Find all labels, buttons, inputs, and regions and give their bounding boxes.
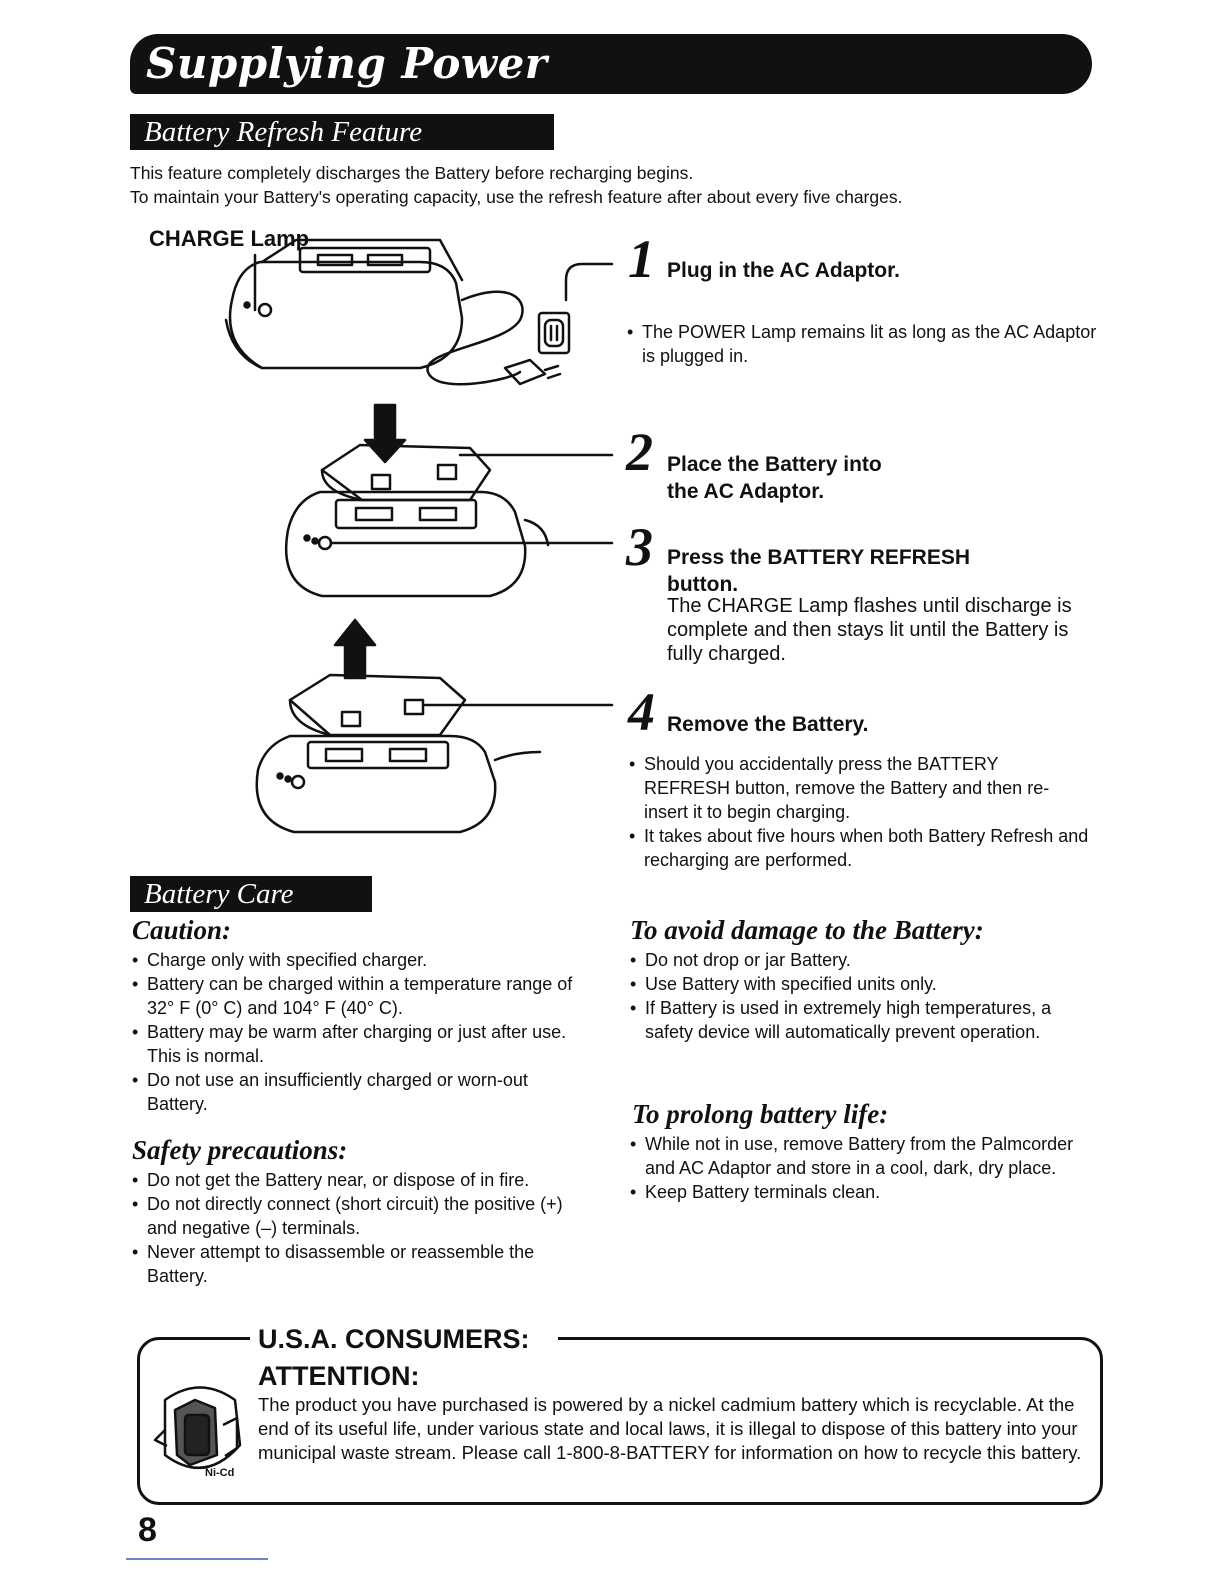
prolong-bullet-2: Keep Battery terminals clean. <box>630 1180 1080 1204</box>
step-2-title-line-2: the AC Adaptor. <box>667 480 825 503</box>
step-1-bullet: The POWER Lamp remains lit as long as th… <box>627 320 1097 368</box>
caution-bullet-1: Charge only with specified charger. <box>132 948 592 972</box>
page-title: Supplying Power <box>146 39 548 88</box>
step-4-bullet-2: It takes about five hours when both Batt… <box>629 824 1089 872</box>
intro-line-2: To maintain your Battery's operating cap… <box>130 187 903 207</box>
prolong-bullet-1: While not in use, remove Battery from th… <box>630 1132 1080 1180</box>
caution-bullet-2: Battery can be charged within a temperat… <box>132 972 592 1020</box>
recycle-logo-text: Ni-Cd <box>205 1467 234 1479</box>
step-3-number: 3 <box>626 517 653 577</box>
ac-adaptor-illustration <box>224 238 614 386</box>
step-2-title: Place the Battery into the AC Adaptor. <box>667 451 882 505</box>
step-2-number: 2 <box>626 422 653 482</box>
caution-bullet-4: Do not use an insufficiently charged or … <box>132 1068 592 1116</box>
avoid-damage-bullets: Do not drop or jar Battery. Use Battery … <box>630 948 1080 1044</box>
title-bar <box>130 34 1092 94</box>
page-number: 8 <box>138 1511 157 1549</box>
prolong-heading: To prolong battery life: <box>632 1099 889 1129</box>
caution-heading: Caution: <box>132 915 232 945</box>
charge-lamp-label: CHARGE Lamp <box>149 226 310 251</box>
intro-line-1: This feature completely discharges the B… <box>130 163 694 183</box>
refresh-intro: This feature completely discharges the B… <box>130 161 1130 209</box>
refresh-heading: Battery Refresh Feature <box>130 114 554 150</box>
step-1-number: 1 <box>628 229 655 289</box>
avoid-damage-bullet-1: Do not drop or jar Battery. <box>630 948 1080 972</box>
step-3-text: The CHARGE Lamp flashes until discharge … <box>667 595 1072 665</box>
consumers-title-backdrop <box>250 1320 558 1358</box>
step-3-title: Press the BATTERY REFRESH button. <box>667 544 970 598</box>
attention-heading: ATTENTION: <box>258 1361 420 1391</box>
step-3-title-line-2: button. <box>667 573 739 596</box>
avoid-damage-bullet-3: If Battery is used in extremely high tem… <box>630 996 1080 1044</box>
consumers-text: The product you have purchased is powere… <box>258 1394 1082 1463</box>
footer-rule <box>126 1558 268 1560</box>
safety-heading: Safety precautions: <box>132 1135 348 1165</box>
consumers-title: U.S.A. CONSUMERS: <box>258 1324 530 1354</box>
caution-bullet-3: Battery may be warm after charging or ju… <box>132 1020 592 1068</box>
battery-remove-illustration <box>255 618 614 834</box>
step-4-bullet-1: Should you accidentally press the BATTER… <box>629 752 1089 824</box>
step-1-title: Plug in the AC Adaptor. <box>667 259 900 282</box>
battery-insert-illustration <box>284 403 614 598</box>
step-3-title-line-1: Press the BATTERY REFRESH <box>667 546 971 569</box>
safety-bullet-1: Do not get the Battery near, or dispose … <box>132 1168 592 1192</box>
safety-bullet-2: Do not directly connect (short circuit) … <box>132 1192 592 1240</box>
step-4-bullets: Should you accidentally press the BATTER… <box>629 752 1089 872</box>
step-1-bullets: The POWER Lamp remains lit as long as th… <box>627 320 1097 368</box>
care-heading: Battery Care <box>130 876 372 912</box>
recycle-logo-icon: Ni-Cd <box>153 1386 242 1479</box>
avoid-damage-heading: To avoid damage to the Battery: <box>630 915 984 945</box>
consumers-box <box>137 1337 1103 1505</box>
prolong-bullets: While not in use, remove Battery from th… <box>630 1132 1080 1204</box>
safety-bullets: Do not get the Battery near, or dispose … <box>132 1168 592 1288</box>
avoid-damage-bullet-2: Use Battery with specified units only. <box>630 972 1080 996</box>
safety-bullet-3: Never attempt to disassemble or reassemb… <box>132 1240 592 1288</box>
step-4-number: 4 <box>628 682 655 742</box>
caution-bullets: Charge only with specified charger. Batt… <box>132 948 592 1116</box>
step-2-title-line-1: Place the Battery into <box>667 453 882 476</box>
step-4-title: Remove the Battery. <box>667 713 869 736</box>
